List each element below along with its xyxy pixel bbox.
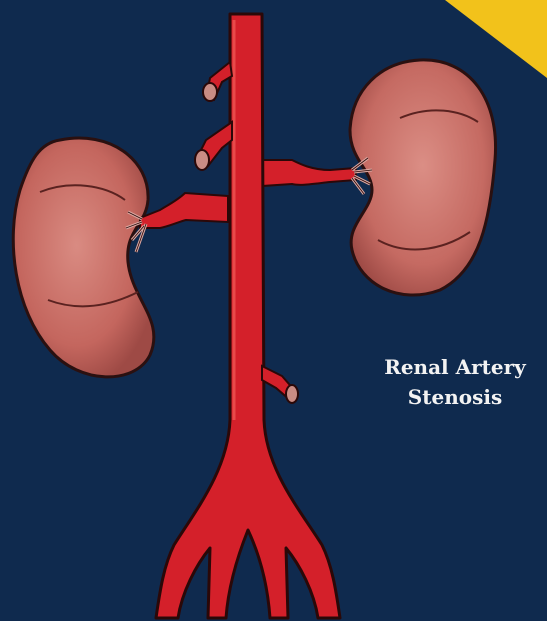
superior-branch [203, 62, 232, 101]
left-kidney [13, 138, 154, 377]
lower-branch [262, 366, 298, 403]
caption-line-2: Stenosis [360, 382, 547, 412]
upper-branch [195, 122, 232, 170]
aorta [156, 14, 340, 618]
caption-line-1: Renal Artery [360, 352, 547, 382]
corner-accent [445, 0, 547, 78]
right-kidney [350, 60, 496, 295]
caption: Renal Artery Stenosis [360, 352, 547, 412]
right-renal-artery [262, 158, 372, 194]
